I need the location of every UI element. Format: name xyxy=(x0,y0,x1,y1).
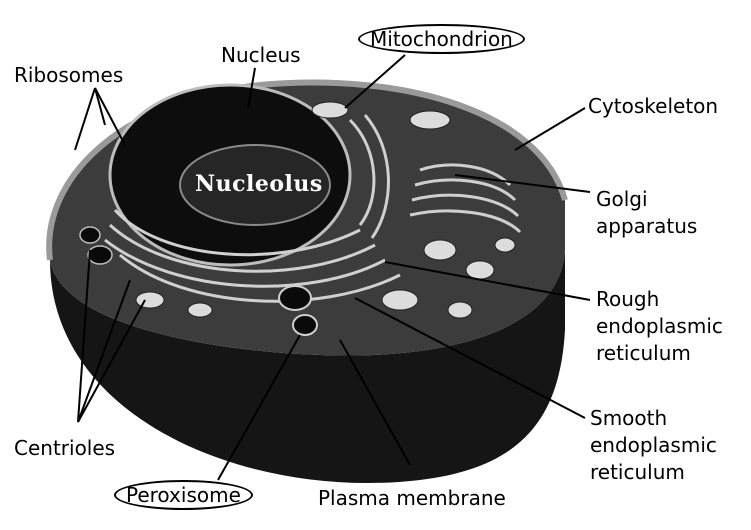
label-plasma-membrane: Plasma membrane xyxy=(318,486,506,510)
label-golgi-line1: Golgi xyxy=(596,187,648,211)
label-ribosomes: Ribosomes xyxy=(14,63,123,87)
ribosomes-leader-3 xyxy=(95,88,105,125)
label-smooth-er-line1: Smooth xyxy=(590,406,667,430)
label-smooth-er-line2: endoplasmic xyxy=(590,433,717,457)
label-mitochondrion: Mitochondrion xyxy=(358,24,525,54)
label-nucleolus: Nucleolus xyxy=(195,171,323,197)
label-cytoskeleton: Cytoskeleton xyxy=(588,94,718,118)
ribosomes-leader-1 xyxy=(75,88,95,150)
label-rough-er-line2: endoplasmic xyxy=(596,314,723,338)
label-peroxisome: Peroxisome xyxy=(114,480,253,510)
label-golgi-line2: apparatus xyxy=(596,214,697,238)
cytoskeleton-leader xyxy=(515,108,585,150)
label-nucleus: Nucleus xyxy=(221,43,301,67)
label-rough-er-line3: reticulum xyxy=(596,341,691,365)
label-centrioles: Centrioles xyxy=(14,436,115,460)
label-rough-er-line1: Rough xyxy=(596,287,659,311)
label-smooth-er-line3: reticulum xyxy=(590,460,685,484)
